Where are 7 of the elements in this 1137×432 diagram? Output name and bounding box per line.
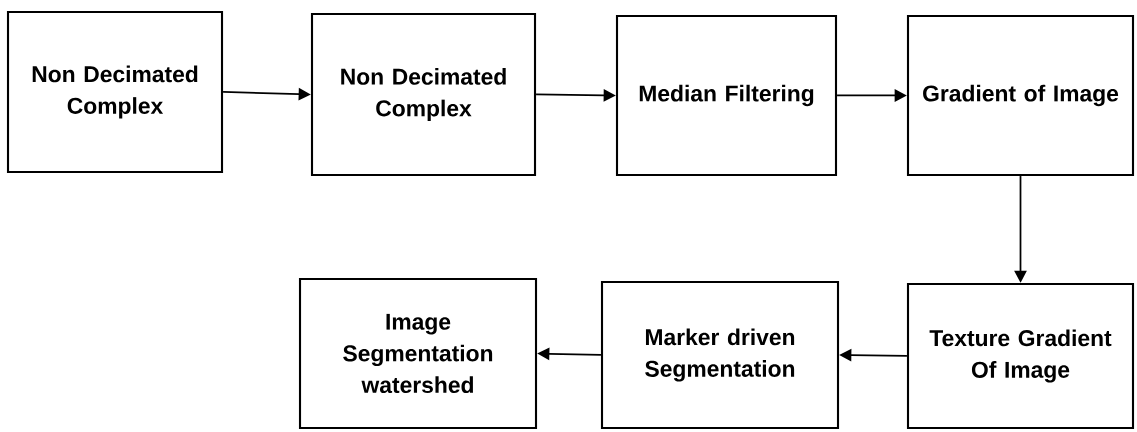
process-box: Non Decimated Complex: [310, 12, 537, 177]
process-box: Non Decimated Complex: [6, 10, 224, 174]
process-box: Median Filtering: [615, 14, 838, 177]
process-box: Gradient of Image: [906, 14, 1135, 177]
process-box: Marker driven Segmentation: [600, 280, 840, 430]
process-box: Texture Gradient Of Image: [906, 282, 1135, 430]
process-box: Image Segmentation watershed: [298, 277, 538, 430]
